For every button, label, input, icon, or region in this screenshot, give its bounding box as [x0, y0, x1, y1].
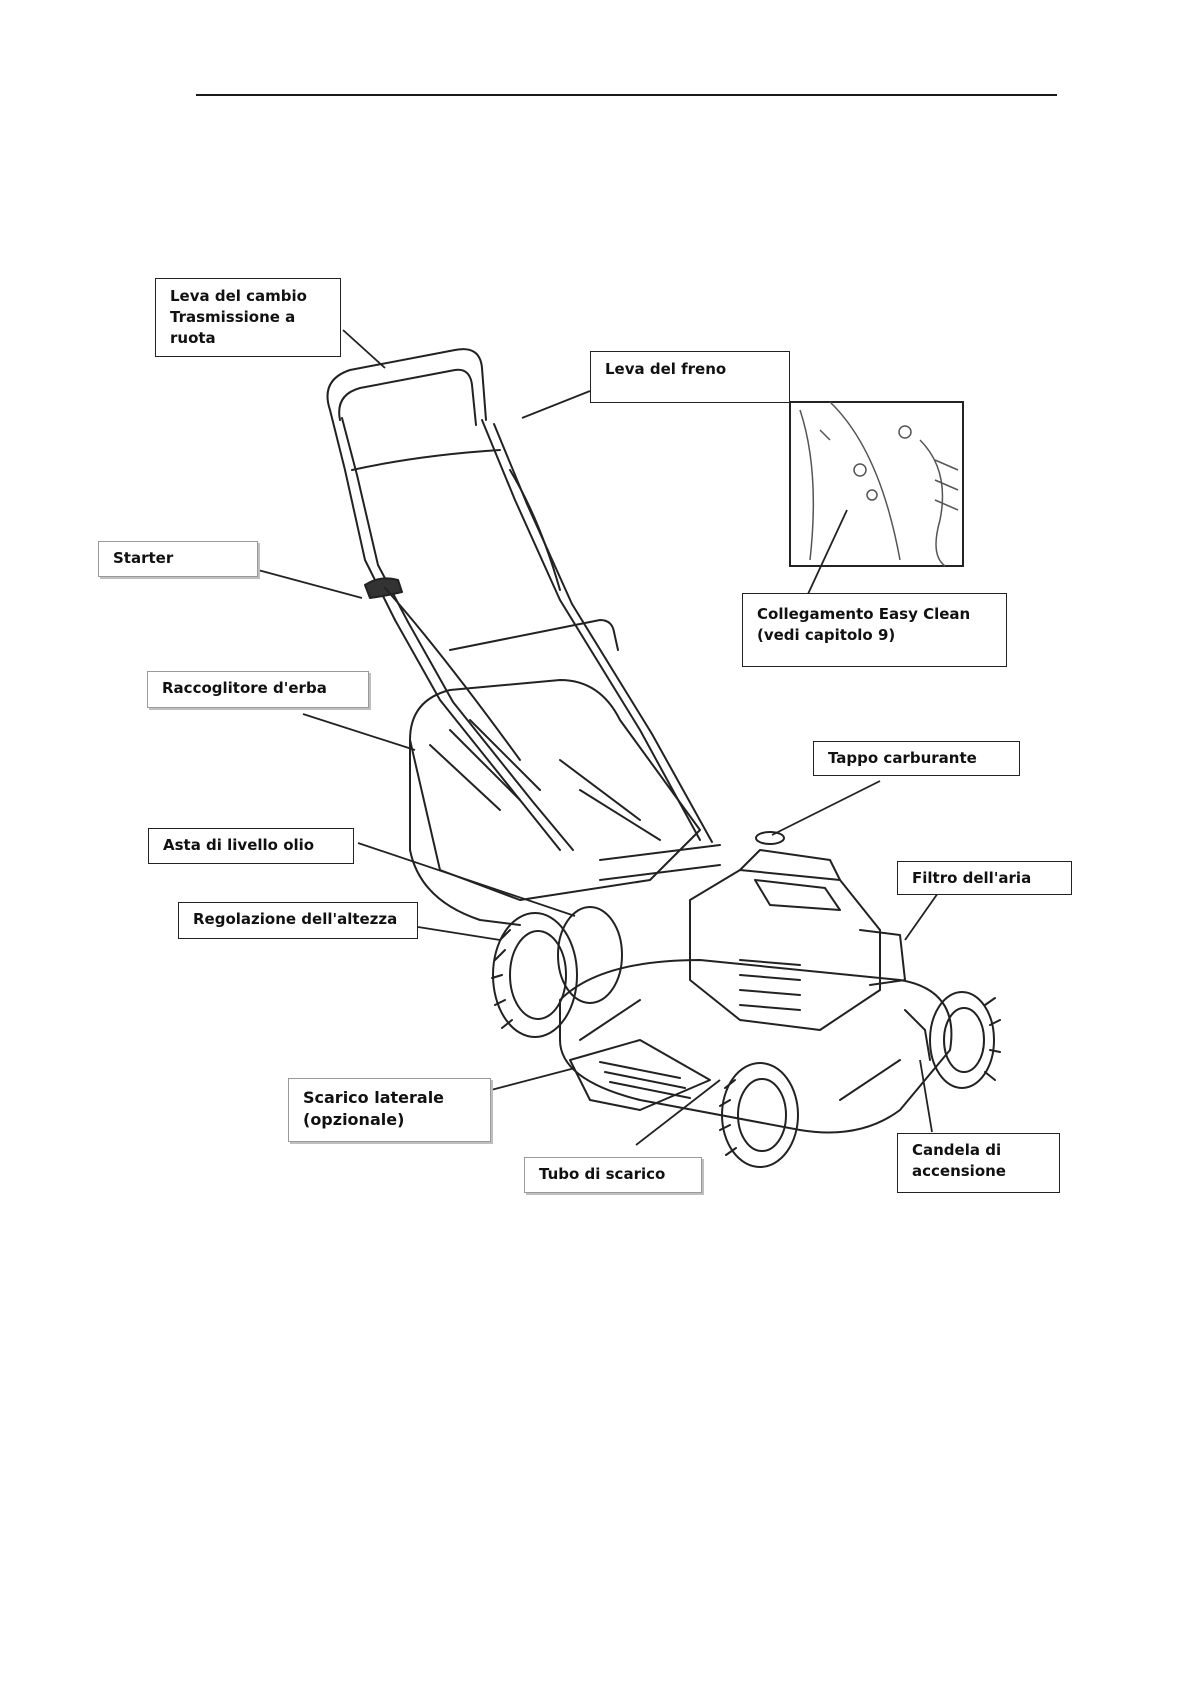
leader-grass-catcher — [303, 714, 415, 750]
fuel-cap-label: Tappo carburante — [828, 748, 1005, 769]
callout-grass-catcher: Raccoglitore d'erba — [147, 671, 369, 708]
leader-spark-plug — [920, 1060, 932, 1132]
leader-fuel-cap — [772, 781, 880, 835]
callout-brake-lever: Leva del freno — [590, 351, 790, 403]
grass-catcher-side — [410, 740, 520, 925]
leader-side-discharge — [491, 1068, 575, 1090]
starter-label: Starter — [113, 548, 243, 569]
height-adjust-label: Regolazione dell'altezza — [193, 909, 403, 930]
easy-clean-line-2: (vedi capitolo 9) — [757, 625, 992, 646]
brake-cable — [510, 470, 560, 590]
callout-air-filter: Filtro dell'aria — [897, 861, 1072, 895]
engine-cover-panel — [755, 880, 840, 910]
throttle-cable — [385, 588, 520, 760]
handle-left-lower-inner — [408, 622, 573, 850]
oil-dipstick-label: Asta di livello olio — [163, 835, 339, 856]
rear-wheel-right — [558, 907, 622, 1003]
cross-bar — [450, 620, 618, 650]
callout-spark-plug: Candela di accensione — [897, 1133, 1060, 1193]
fuel-cap-shape — [756, 832, 784, 844]
front-wheel-right-hub — [944, 1008, 984, 1072]
brake-bail — [352, 450, 500, 470]
callout-exhaust: Tubo di scarico — [524, 1157, 702, 1193]
callout-shift-lever: Leva del cambio Trasmissione a ruota — [155, 278, 341, 357]
handle-right-arm — [482, 420, 700, 840]
easy-clean-line-1: Collegamento Easy Clean — [757, 604, 992, 625]
starter-handle — [365, 578, 402, 598]
exhaust-label: Tubo di scarico — [539, 1164, 687, 1185]
callout-starter: Starter — [98, 541, 258, 577]
leader-shift-lever — [343, 330, 385, 368]
grass-catcher-top — [410, 680, 700, 900]
handle-left-lower — [395, 620, 560, 850]
easy-clean-inset — [790, 402, 963, 566]
shift-lever-line-3: ruota — [170, 328, 326, 349]
leader-height-adjust — [418, 927, 500, 940]
callout-easy-clean: Collegamento Easy Clean (vedi capitolo 9… — [742, 593, 1007, 667]
shift-lever-line-2: Trasmissione a — [170, 307, 326, 328]
handle-right-arm-inner — [494, 424, 712, 842]
handle-top-bar-inner — [339, 370, 476, 425]
callout-height-adjust: Regolazione dell'altezza — [178, 902, 418, 939]
engine-block — [690, 870, 880, 1030]
callout-oil-dipstick: Asta di livello olio — [148, 828, 354, 864]
leader-starter — [258, 570, 362, 598]
leader-air-filter — [905, 893, 938, 940]
side-discharge-line-1: Scarico laterale — [303, 1087, 476, 1109]
handle-top-bar — [328, 349, 487, 420]
grass-catcher-label: Raccoglitore d'erba — [162, 678, 354, 699]
spark-plug-line-2: accensione — [912, 1161, 1045, 1182]
front-wheel-left-hub — [738, 1079, 786, 1151]
grass-catcher-slots — [600, 845, 720, 880]
grass-catcher-ribs — [430, 720, 660, 840]
leader-brake-lever — [522, 391, 590, 418]
shift-lever-line-1: Leva del cambio — [170, 286, 326, 307]
brake-lever-label: Leva del freno — [605, 359, 775, 380]
spark-plug-line-1: Candela di — [912, 1140, 1045, 1161]
air-filter-label: Filtro dell'aria — [912, 868, 1057, 889]
rear-wheel-left-hub — [510, 931, 566, 1019]
spark-plug-lead — [905, 1010, 930, 1060]
callout-fuel-cap: Tappo carburante — [813, 741, 1020, 776]
side-discharge-line-2: (opzionale) — [303, 1109, 476, 1131]
callout-side-discharge: Scarico laterale (opzionale) — [288, 1078, 491, 1142]
